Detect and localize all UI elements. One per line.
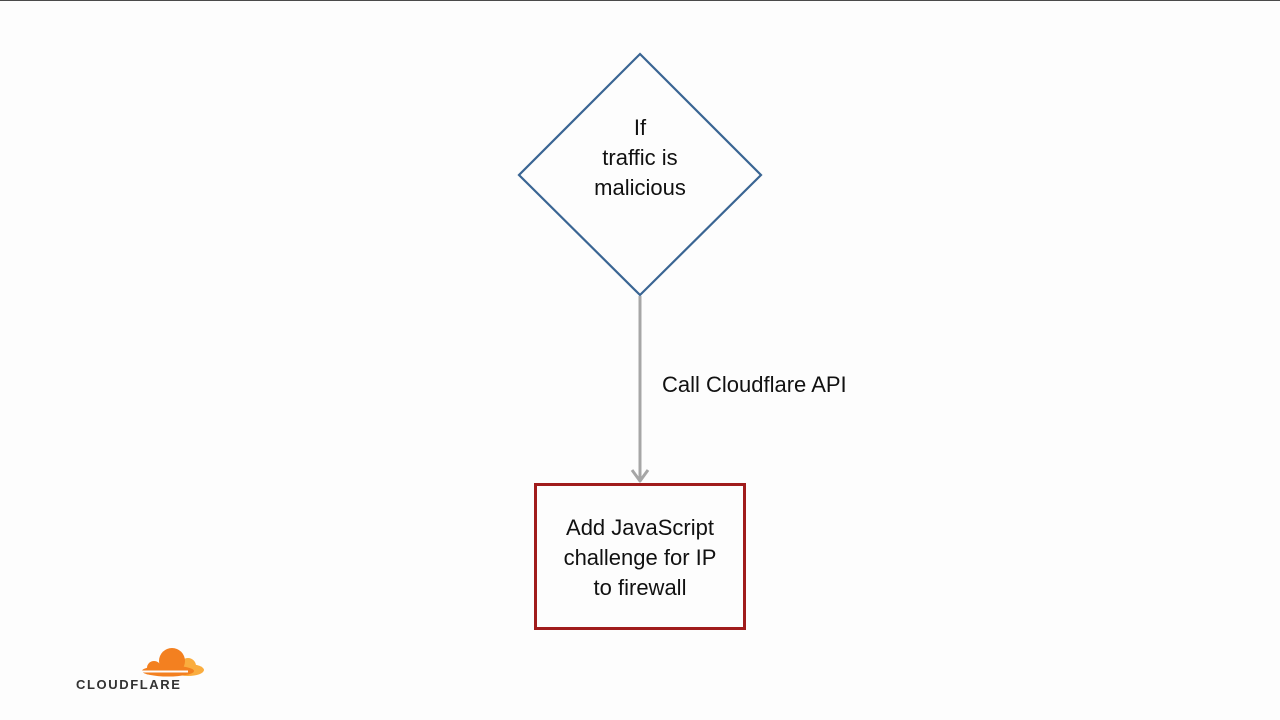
cloud-icon xyxy=(138,648,204,677)
action-box[interactable] xyxy=(534,483,746,630)
arrow-head xyxy=(630,469,650,483)
decision-label: If traffic is malicious xyxy=(594,115,686,200)
cloudflare-logo: CLOUDFLARE xyxy=(74,644,214,694)
edge-label: Call Cloudflare API xyxy=(662,372,847,397)
action-label: Add JavaScript challenge for IP to firew… xyxy=(563,515,717,600)
logo-wordmark: CLOUDFLARE xyxy=(76,677,182,692)
top-divider xyxy=(0,0,1280,1)
decision-diamond[interactable] xyxy=(517,52,763,297)
